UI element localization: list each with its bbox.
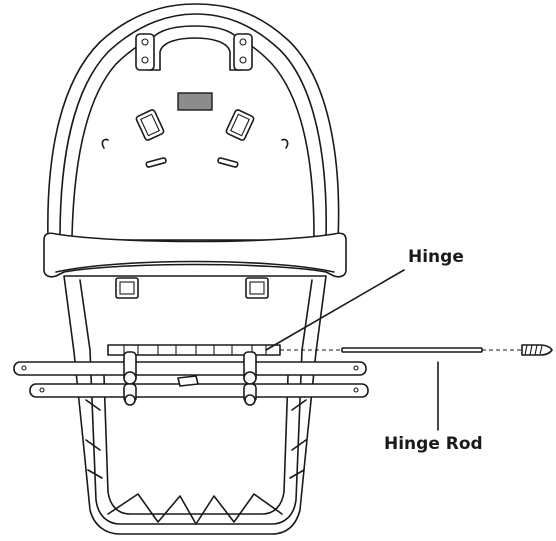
seat-back-shell (47, 3, 340, 241)
hinge-rod-label: Hinge Rod (384, 434, 483, 454)
harness-slots (101, 138, 289, 168)
label-plate (177, 92, 213, 111)
hinge-label: Hinge (408, 247, 464, 267)
mounting-clip-right (245, 277, 269, 299)
harness-buckle-right (225, 109, 255, 141)
chassis-brackets (123, 351, 257, 406)
mounting-clip-left (115, 277, 139, 299)
hinge-rod (280, 344, 553, 356)
chassis-bar-lower (29, 383, 369, 398)
hinge-leader-line (265, 269, 405, 351)
harness-buckle-left (135, 109, 165, 141)
front-bumper (43, 232, 347, 278)
chassis-bar-upper (13, 361, 367, 376)
carrycot-body (63, 275, 327, 535)
handle (135, 25, 253, 71)
